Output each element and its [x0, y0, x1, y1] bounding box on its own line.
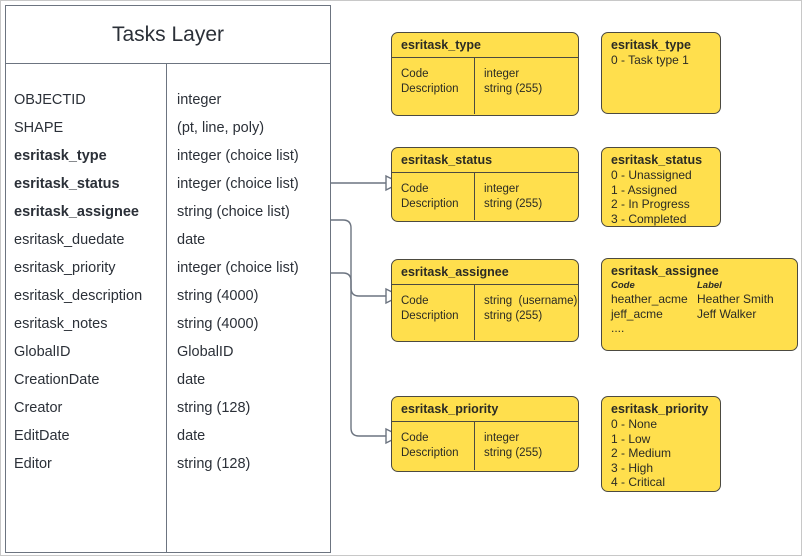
field-name: Editor	[14, 456, 52, 472]
field-type: string (4000)	[177, 316, 259, 332]
domain-field-code-label: Code	[401, 295, 429, 307]
field-type: GlobalID	[177, 344, 234, 360]
field-type: string (choice list)	[177, 204, 290, 220]
value-list-item: 0 - Task type 1	[611, 53, 689, 67]
value-list-item: 3 - High	[611, 460, 654, 475]
value-list-title: esritask_assignee	[611, 264, 719, 278]
assignee-code: jeff_acme	[611, 306, 663, 321]
value-list-item: 3 - Completed	[611, 211, 687, 226]
connector-priority	[331, 272, 386, 437]
domain-field-code-type: integer	[484, 432, 520, 444]
field-name: esritask_description	[14, 288, 143, 304]
assignee-code: heather_acme	[611, 292, 688, 306]
value-list-item: 1 - Assigned	[611, 182, 678, 197]
field-type: string (4000)	[177, 288, 259, 304]
domain-field-code-label: Code	[401, 432, 429, 444]
field-name: esritask_priority	[14, 260, 116, 276]
entity-field-types-column: integer (pt, line, poly) integer (choice…	[167, 64, 330, 552]
field-name: esritask_notes	[14, 316, 108, 332]
domain-table-esritask-assignee[interactable]: esritask_assignee Code Description strin…	[391, 259, 579, 342]
domain-table-title: esritask_status	[392, 148, 578, 173]
domain-field-code-label: Code	[401, 183, 429, 195]
entity-field-list: OBJECTID SHAPE esritask_type esritask_st…	[6, 64, 330, 552]
domain-table-title: esritask_type	[392, 33, 578, 58]
entity-field-names-column: OBJECTID SHAPE esritask_type esritask_st…	[6, 64, 167, 552]
domain-table-esritask-priority[interactable]: esritask_priority Code Description integ…	[391, 396, 579, 472]
field-name: OBJECTID	[14, 92, 86, 108]
field-name: CreationDate	[14, 372, 100, 388]
domain-field-description-type: string (255)	[484, 447, 543, 459]
field-name: esritask_duedate	[14, 232, 125, 248]
field-type: integer (choice list)	[177, 148, 299, 164]
domain-table-title: esritask_priority	[392, 397, 578, 422]
tasks-layer-table: Tasks Layer OBJECTID SHAPE esritask_type…	[5, 5, 331, 553]
domain-field-description-label: Description	[401, 198, 459, 210]
value-list-item: 0 - Unassigned	[611, 168, 692, 182]
page-title: Tasks Layer	[6, 6, 330, 64]
domain-field-description-label: Description	[401, 447, 459, 459]
value-list-esritask-priority[interactable]: esritask_priority 0 - None 1 - Low 2 - M…	[601, 396, 721, 492]
field-name: GlobalID	[14, 344, 71, 360]
assignee-row: heather_acme Heather Smith	[611, 292, 797, 307]
assignee-label: Jeff Walker	[697, 306, 757, 321]
value-list-item: 1 - Low	[611, 431, 651, 446]
domain-table-title: esritask_assignee	[392, 260, 578, 285]
field-name: Creator	[14, 400, 63, 416]
domain-field-code-type: integer	[484, 68, 520, 80]
assignee-row: jeff_acme Jeff Walker	[611, 307, 797, 322]
field-type: integer (choice list)	[177, 176, 299, 192]
value-list-esritask-status[interactable]: esritask_status 0 - Unassigned 1 - Assig…	[601, 147, 721, 227]
value-list-title: esritask_priority	[611, 402, 709, 416]
domain-field-description-label: Description	[401, 310, 459, 322]
value-list-title: esritask_status	[611, 153, 703, 167]
value-list-item: 2 - In Progress	[611, 197, 690, 211]
domain-field-description-type: string (255)	[484, 83, 543, 95]
domain-field-code-type: integer	[484, 183, 520, 195]
value-list-esritask-type[interactable]: esritask_type 0 - Task type 1	[601, 32, 721, 114]
field-type: string (128)	[177, 400, 251, 416]
assignee-header-row: Code Label	[611, 279, 797, 292]
value-list-item: 0 - None	[611, 417, 658, 431]
value-list-esritask-assignee[interactable]: esritask_assignee Code Label heather_acm…	[601, 258, 798, 351]
domain-field-description-label: Description	[401, 83, 459, 95]
field-type: date	[177, 372, 206, 388]
assignee-label: Heather Smith	[697, 292, 774, 306]
field-name: esritask_status	[14, 176, 120, 192]
field-name: SHAPE	[14, 120, 64, 136]
field-name: EditDate	[14, 428, 70, 444]
field-name: esritask_type	[14, 148, 107, 164]
field-name: esritask_assignee	[14, 204, 139, 220]
domain-field-description-type: string (255)	[484, 198, 543, 210]
field-type: integer (choice list)	[177, 260, 299, 276]
field-type: date	[177, 232, 206, 248]
assignee-header-label: Label	[697, 280, 722, 291]
value-list-item: 2 - Medium	[611, 446, 672, 460]
connector-assignee	[331, 219, 386, 297]
assignee-ellipsis: ....	[611, 321, 625, 335]
domain-table-esritask-status[interactable]: esritask_status Code Description integer…	[391, 147, 579, 222]
field-type: string (128)	[177, 456, 251, 472]
domain-field-description-type: string (255)	[484, 310, 543, 322]
assignee-header-code: Code	[611, 280, 635, 291]
domain-field-code-label: Code	[401, 68, 429, 80]
domain-table-esritask-type[interactable]: esritask_type Code Description integer s…	[391, 32, 579, 116]
value-list-item: 4 - Critical	[611, 475, 666, 489]
value-list-title: esritask_type	[611, 38, 691, 52]
domain-field-code-type: string (username)	[484, 295, 578, 307]
field-type: (pt, line, poly)	[177, 120, 265, 136]
field-type: date	[177, 428, 206, 444]
field-type: integer	[177, 92, 222, 108]
